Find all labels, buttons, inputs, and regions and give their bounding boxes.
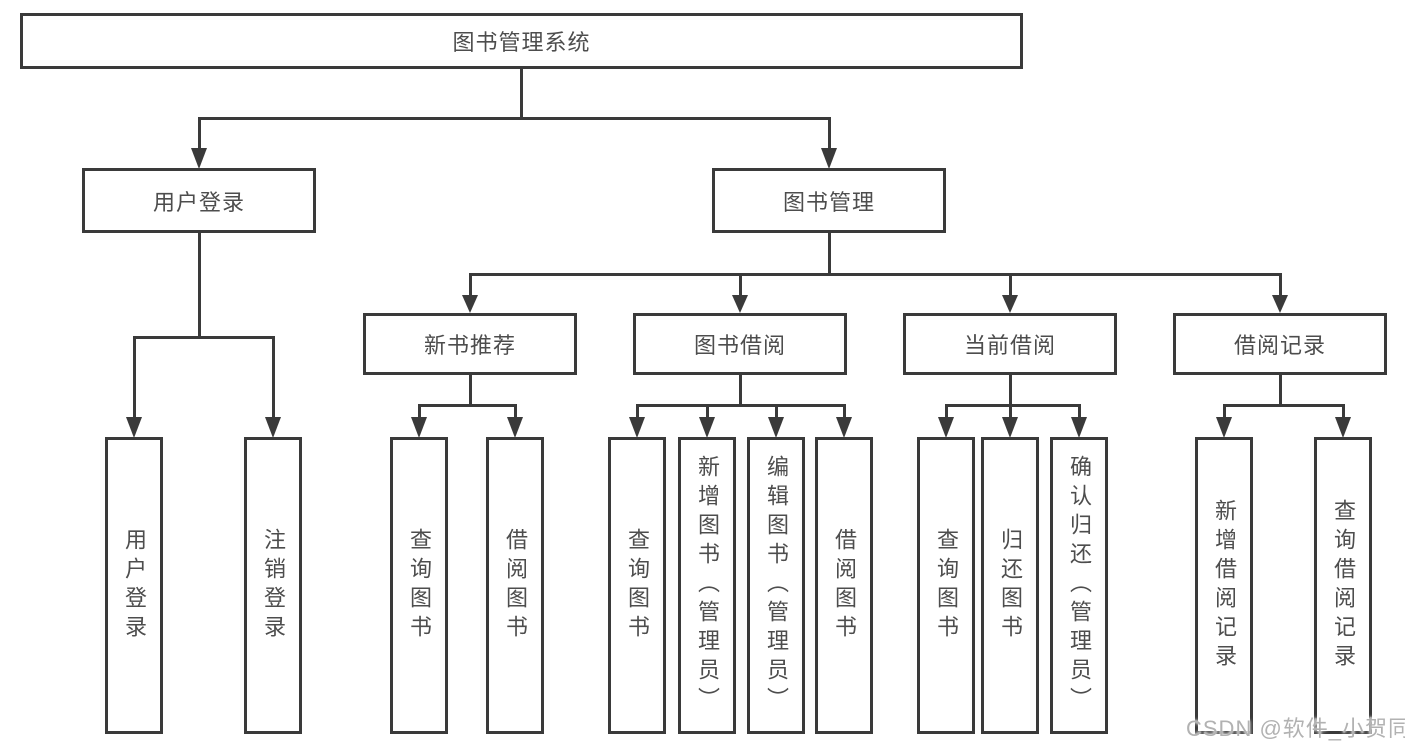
connector-current-borrow-stem: [1009, 375, 1012, 404]
leaf-query-books-borrow: 查询图书: [608, 437, 666, 734]
connector-leaf: [1078, 404, 1081, 419]
leaf-edit-books-admin: 编辑图书（管理员）: [747, 437, 805, 734]
connector-to-new-book-recommend: [469, 273, 472, 295]
connector-to-current-borrow: [1009, 273, 1012, 295]
node-label: 图书管理: [782, 189, 875, 215]
leaf-label: 归还图书: [998, 527, 1023, 644]
node-label: 新书推荐: [423, 333, 516, 358]
leaf-label: 查询图书: [625, 527, 650, 644]
node-label: 图书借阅: [693, 333, 786, 358]
node-label: 借阅记录: [1233, 333, 1326, 358]
connector-root-stem: [520, 69, 523, 117]
leaf-query-borrow-record: 查询借阅记录: [1314, 437, 1372, 734]
leaf-query-books-recommend: 查询图书: [390, 437, 448, 734]
connector-user-login-bar: [133, 336, 275, 339]
arrowhead-icon: [629, 417, 645, 438]
node-label: 用户登录: [152, 189, 245, 215]
arrowhead-icon: [462, 295, 478, 313]
connector-to-leaf-user-login: [133, 336, 136, 417]
connector-borrow-records-bar: [1223, 404, 1345, 407]
arrowhead-icon: [836, 417, 852, 438]
node-borrow-records: 借阅记录: [1173, 313, 1387, 375]
node-library-management-system: 图书管理系统: [20, 13, 1023, 69]
arrowhead-icon: [265, 417, 281, 438]
node-label: 当前借阅: [963, 333, 1056, 358]
connector-leaf: [514, 404, 517, 419]
csdn-watermark: CSDN @软件_小贺同学: [1186, 716, 1405, 741]
connector-leaf: [418, 404, 421, 419]
leaf-label: 用户登录: [122, 527, 147, 644]
leaf-user-login: 用户登录: [105, 437, 163, 734]
leaf-label: 新增借阅记录: [1212, 498, 1237, 673]
connector-leaf: [1009, 404, 1012, 419]
connector-to-book-borrow: [739, 273, 742, 295]
connector-to-leaf-logout: [272, 336, 275, 417]
connector-to-user-login: [198, 117, 201, 148]
arrowhead-icon: [1335, 417, 1351, 438]
leaf-add-borrow-record: 新增借阅记录: [1195, 437, 1253, 734]
connector-to-book-management: [828, 117, 831, 148]
connector-book-borrow-bar: [636, 404, 846, 407]
connector-leaf: [636, 404, 639, 419]
leaf-confirm-return-admin: 确认归还（管理员）: [1050, 437, 1108, 734]
leaf-add-books-admin: 新增图书（管理员）: [678, 437, 736, 734]
connector-book-management-stem: [828, 233, 831, 273]
node-current-borrow: 当前借阅: [903, 313, 1117, 375]
connector-book-borrow-stem: [739, 375, 742, 404]
connector-leaf: [775, 404, 778, 419]
arrowhead-icon: [411, 417, 427, 438]
node-label: 图书管理系统: [452, 30, 591, 55]
connector-leaf: [1342, 404, 1345, 419]
node-user-login: 用户登录: [82, 168, 316, 233]
connector-user-login-stem: [198, 233, 201, 336]
leaf-label: 编辑图书（管理员）: [764, 455, 789, 716]
connector-new-book-recommend-bar: [418, 404, 517, 407]
connector-to-borrow-records: [1279, 273, 1282, 295]
arrowhead-icon: [1002, 295, 1018, 313]
leaf-label: 查询图书: [407, 527, 432, 644]
node-book-borrow: 图书借阅: [633, 313, 847, 375]
leaf-logout: 注销登录: [244, 437, 302, 734]
arrowhead-icon: [732, 295, 748, 313]
connector-leaf: [945, 404, 948, 419]
arrowhead-icon: [699, 417, 715, 438]
arrowhead-icon: [768, 417, 784, 438]
arrowhead-icon: [1216, 417, 1232, 438]
arrowhead-icon: [126, 417, 142, 438]
leaf-label: 查询图书: [934, 527, 959, 644]
arrowhead-icon: [1002, 417, 1018, 438]
leaf-borrow-books: 借阅图书: [815, 437, 873, 734]
arrowhead-icon: [507, 417, 523, 438]
leaf-label: 借阅图书: [832, 527, 857, 644]
leaf-label: 新增图书（管理员）: [695, 455, 720, 716]
connector-borrow-records-stem: [1279, 375, 1282, 404]
node-new-book-recommend: 新书推荐: [363, 313, 577, 375]
connector-leaf: [843, 404, 846, 419]
arrowhead-icon: [191, 148, 207, 169]
arrowhead-icon: [1071, 417, 1087, 438]
leaf-label: 注销登录: [261, 527, 286, 644]
arrowhead-icon: [938, 417, 954, 438]
leaf-label: 查询借阅记录: [1331, 498, 1356, 673]
leaf-return-books: 归还图书: [981, 437, 1039, 734]
arrowhead-icon: [1272, 295, 1288, 313]
connector-current-borrow-bar: [945, 404, 1081, 407]
connector-leaf: [706, 404, 709, 419]
connector-book-management-bar: [469, 273, 1282, 276]
leaf-query-books-current: 查询图书: [917, 437, 975, 734]
connector-new-book-recommend-stem: [469, 375, 472, 404]
arrowhead-icon: [821, 148, 837, 169]
connector-root-bar: [198, 117, 831, 120]
leaf-borrow-books-recommend: 借阅图书: [486, 437, 544, 734]
leaf-label: 确认归还（管理员）: [1067, 455, 1092, 716]
connector-leaf: [1223, 404, 1226, 419]
leaf-label: 借阅图书: [503, 527, 528, 644]
node-book-management: 图书管理: [712, 168, 946, 233]
